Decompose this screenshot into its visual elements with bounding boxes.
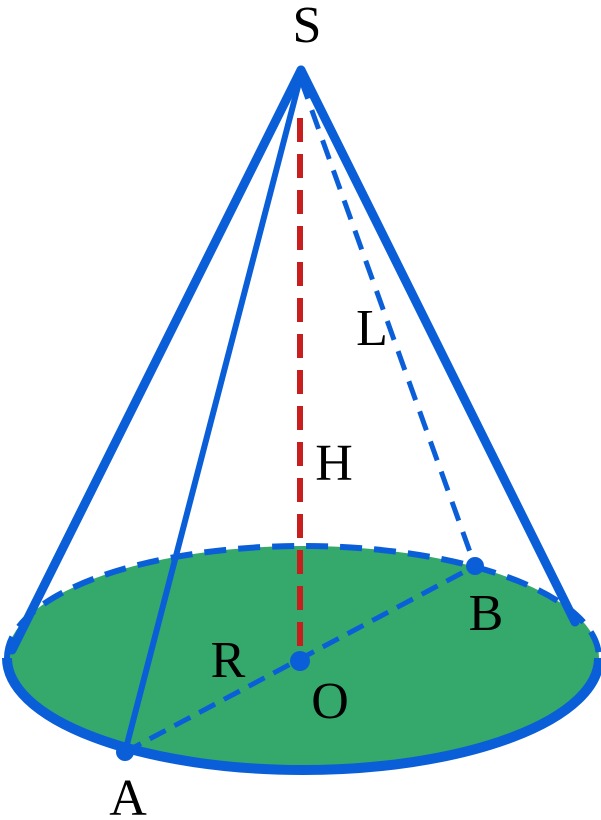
point-o-dot	[290, 651, 310, 671]
label-r: R	[211, 632, 246, 689]
left-generatrix	[7, 65, 306, 655]
point-b-dot	[466, 557, 484, 575]
right-generatrix	[296, 65, 580, 627]
label-b: B	[469, 585, 504, 642]
label-l: L	[356, 300, 388, 357]
point-a-dot	[116, 743, 134, 761]
base-rim-front	[2, 657, 601, 775]
label-a: A	[109, 770, 147, 820]
segment-sa	[122, 74, 304, 753]
label-s: S	[293, 0, 322, 54]
label-o: O	[311, 673, 349, 730]
label-h: H	[315, 435, 353, 492]
segment-sb	[298, 79, 478, 567]
